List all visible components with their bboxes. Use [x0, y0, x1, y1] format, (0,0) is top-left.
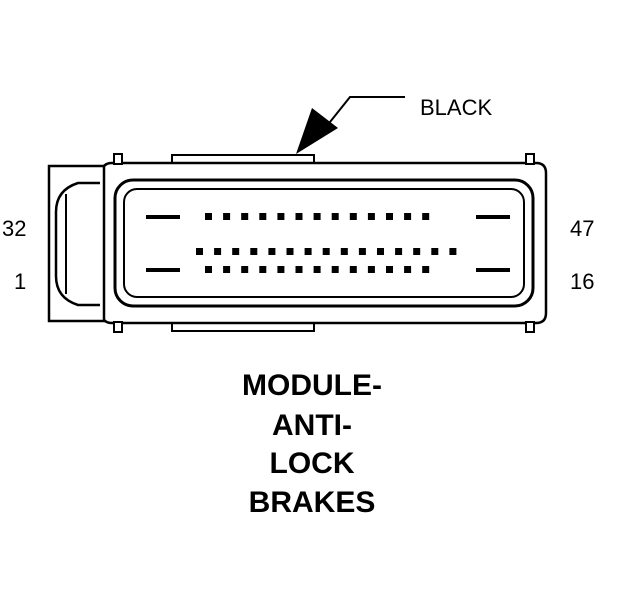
- pin-cavity: [404, 266, 412, 273]
- large-terminal: [476, 268, 510, 272]
- pin-cavity: [349, 266, 357, 273]
- pin-cavity: [277, 266, 285, 273]
- title-line-1: MODULE-: [242, 369, 382, 402]
- corner-tab-bottom-left: [113, 321, 123, 333]
- pin-cavity: [431, 248, 439, 255]
- pin-cavity: [358, 248, 366, 255]
- pin-row-bottom: [205, 266, 430, 273]
- pin-cavity: [422, 266, 430, 273]
- connector-face-inner: [123, 188, 525, 298]
- corner-tab-top-right: [525, 153, 535, 165]
- title-line-4: BRAKES: [249, 486, 376, 519]
- top-latch: [171, 154, 315, 163]
- callout-arrowhead: [296, 108, 338, 154]
- pin-cavity: [386, 213, 393, 220]
- pin-row-middle: [196, 248, 457, 255]
- pin-label-1: 1: [14, 269, 26, 294]
- color-callout: BLACK: [296, 95, 492, 154]
- pin-cavity: [259, 213, 267, 220]
- pin-cavity: [295, 266, 303, 273]
- pin-cavity: [241, 213, 249, 220]
- callout-label: BLACK: [420, 95, 492, 120]
- large-terminal: [476, 215, 510, 219]
- pin-cavity: [250, 248, 258, 255]
- title-line-2: ANTI-: [272, 409, 352, 442]
- pin-cavity: [331, 266, 339, 273]
- pin-cavity: [367, 266, 375, 273]
- connector-face-outer: [113, 178, 535, 308]
- pin-cavity: [340, 248, 348, 255]
- large-terminal: [146, 215, 180, 219]
- bottom-latch: [171, 323, 315, 332]
- pin-cavity: [223, 213, 231, 220]
- component-title: MODULE- ANTI- LOCK BRAKES: [242, 369, 382, 519]
- pin-cavity: [395, 248, 403, 255]
- pin-cavity: [205, 213, 212, 220]
- pin-cavity: [404, 213, 412, 220]
- title-line-3: LOCK: [270, 447, 355, 480]
- large-terminal: [146, 268, 180, 272]
- pin-cavity: [295, 213, 303, 220]
- pin-cavity: [313, 266, 321, 273]
- pin-cavity: [196, 248, 203, 255]
- pin-cavity: [449, 248, 457, 255]
- pin-label-32: 32: [2, 216, 26, 241]
- pin-cavity: [331, 213, 339, 220]
- left-lock: [47, 164, 106, 323]
- pin-row-top: [205, 213, 430, 220]
- pin-cavity: [304, 248, 312, 255]
- pin-cavity: [349, 213, 357, 220]
- pin-cavity: [413, 248, 421, 255]
- pin-cavity: [205, 266, 212, 273]
- pin-cavity: [313, 213, 321, 220]
- connector-housing: [100, 161, 548, 325]
- pin-cavity: [241, 266, 249, 273]
- pin-cavity: [268, 248, 276, 255]
- pin-label-16: 16: [570, 269, 594, 294]
- pin-cavity: [223, 266, 231, 273]
- pin-cavity: [277, 213, 285, 220]
- pin-label-47: 47: [570, 216, 594, 241]
- corner-tab-bottom-right: [525, 321, 535, 333]
- pin-cavity: [286, 248, 294, 255]
- corner-tab-top-left: [113, 153, 123, 165]
- pin-cavity: [367, 213, 375, 220]
- connector-body: [47, 153, 548, 333]
- pin-cavity: [377, 248, 384, 255]
- pin-cavity: [386, 266, 393, 273]
- pin-cavity: [214, 248, 222, 255]
- pin-cavity: [422, 213, 430, 220]
- pin-cavity: [232, 248, 240, 255]
- pin-cavity: [322, 248, 330, 255]
- callout-leader-line: [329, 96, 405, 123]
- pin-cavity: [259, 266, 267, 273]
